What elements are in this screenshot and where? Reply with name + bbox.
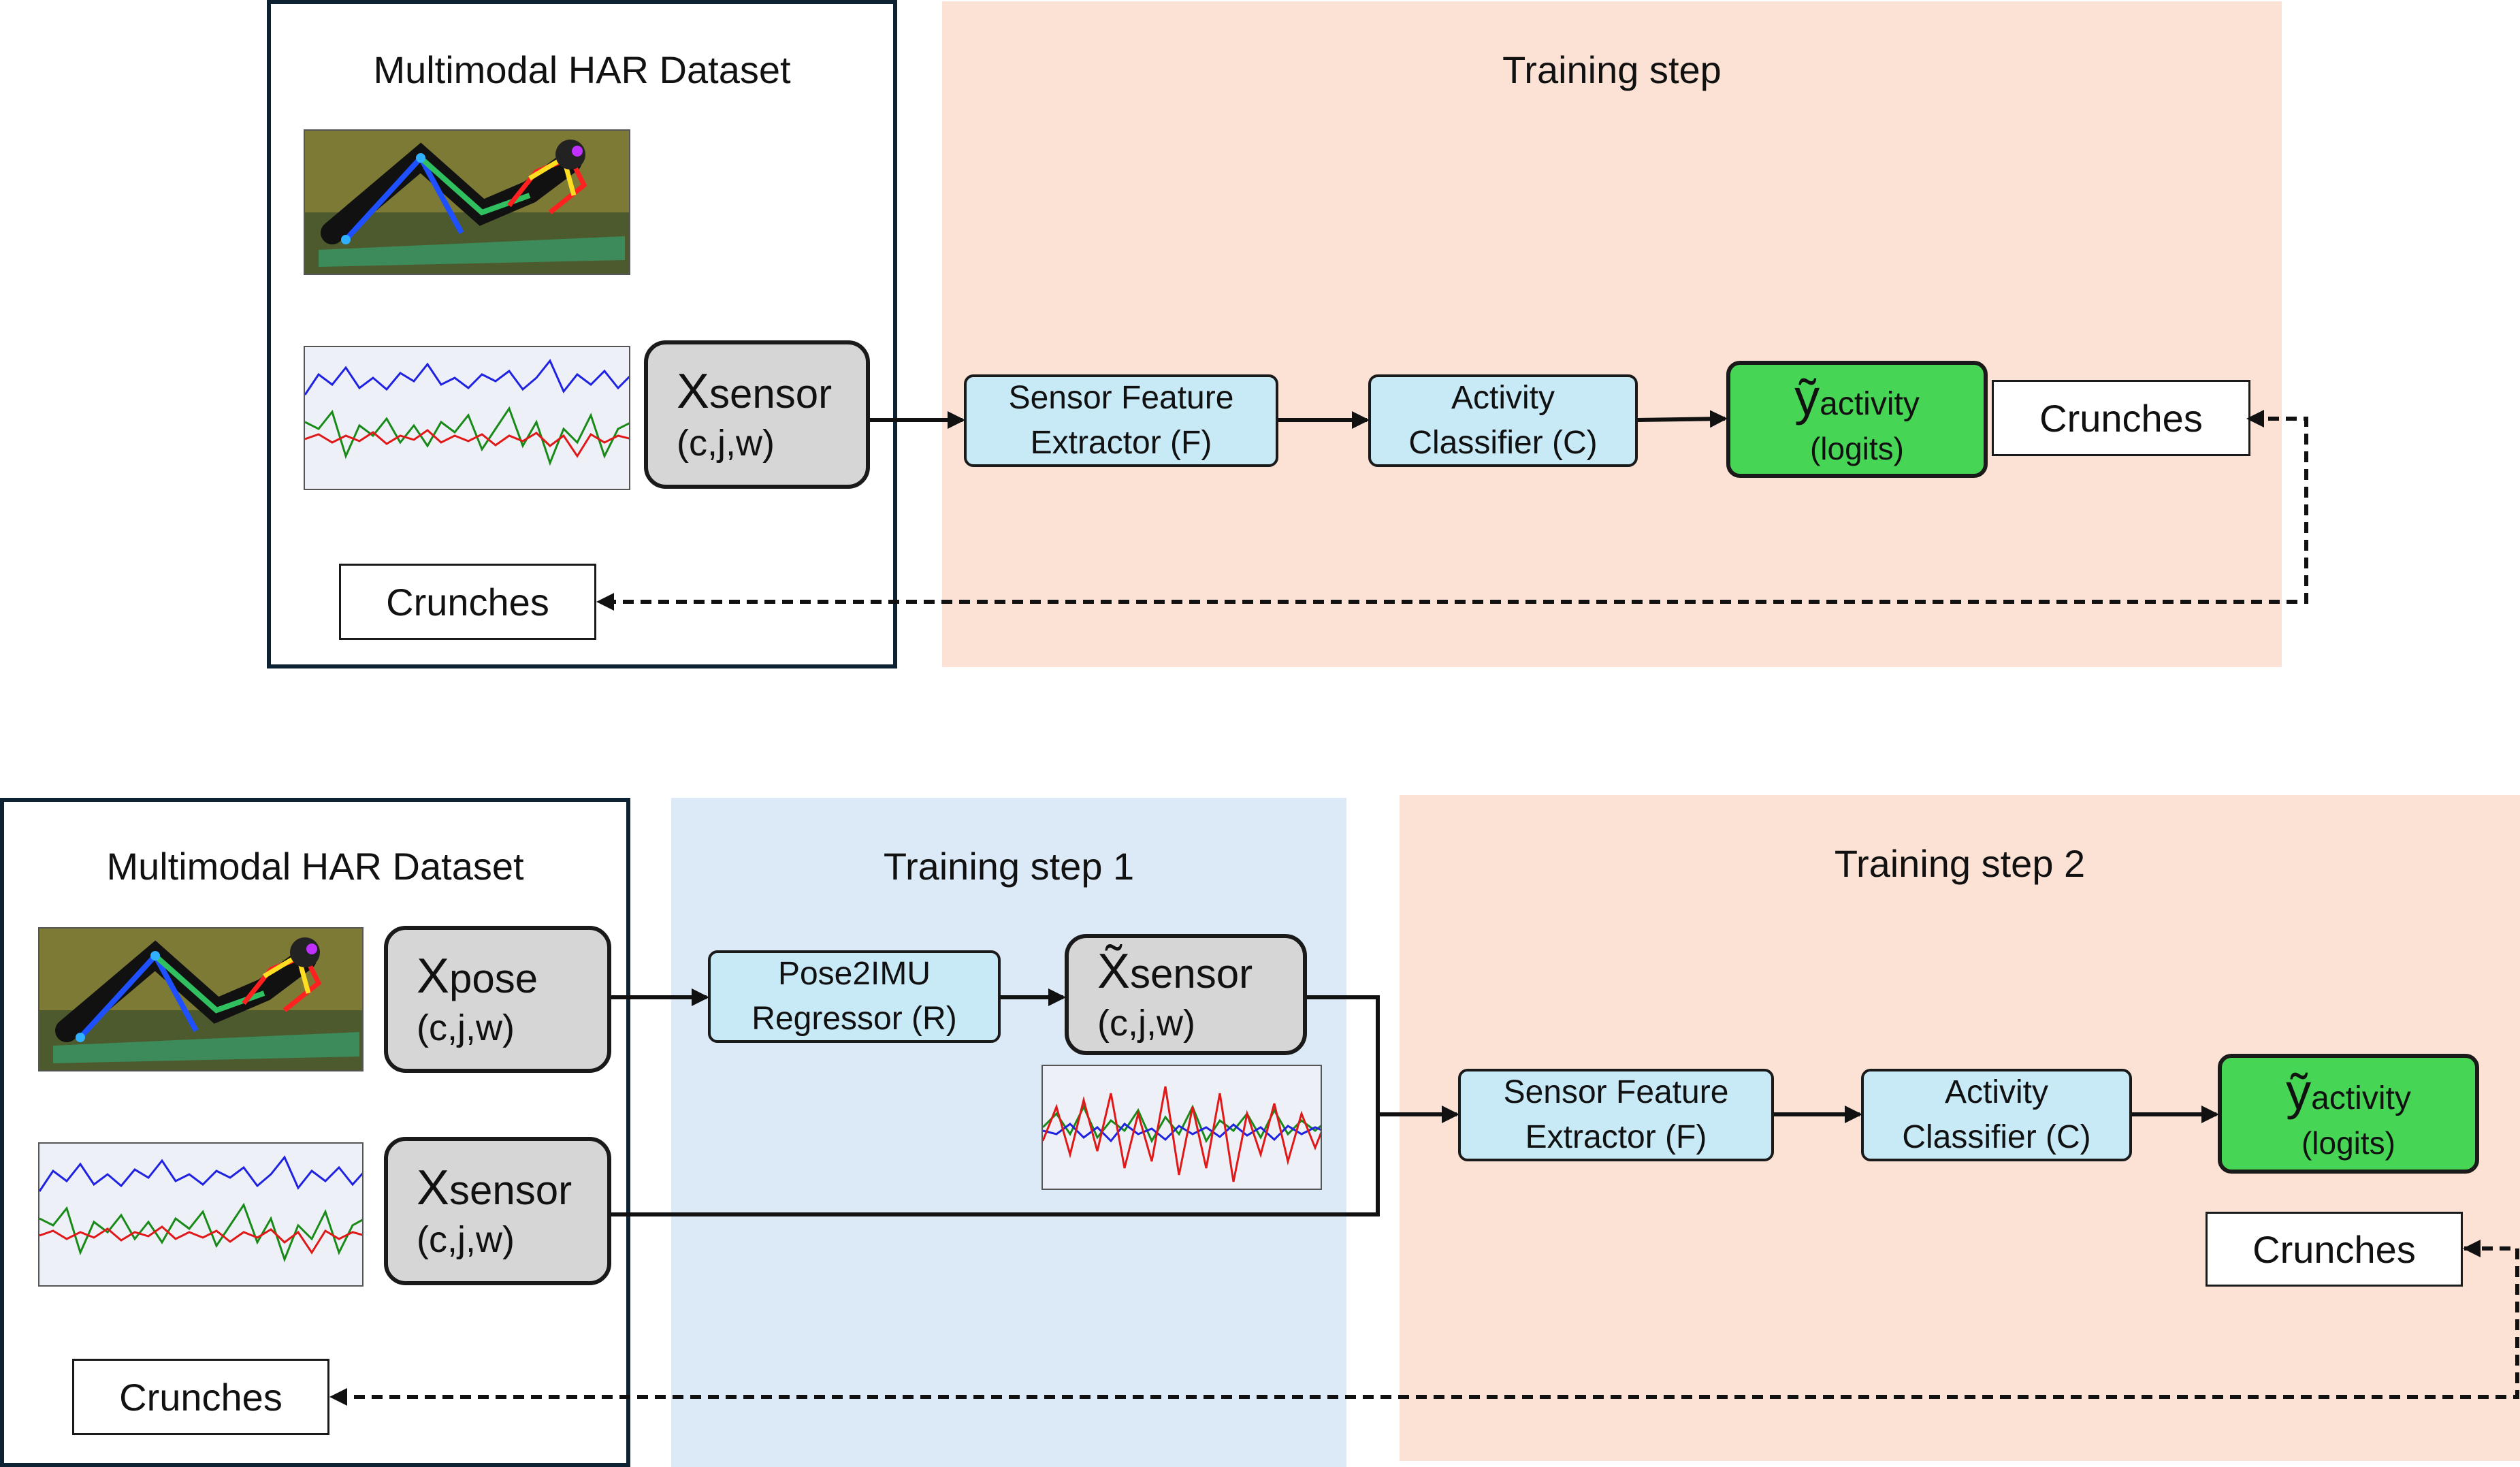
top-training-panel (942, 1, 2282, 667)
bottom-training-step2-title: Training step 2 (1834, 842, 2086, 885)
arrow-classifier-to-output (1637, 410, 1728, 428)
imu-signal-plot-icon (304, 346, 630, 490)
bottom-x-pose-node: Xpose (c,j,w) (384, 926, 611, 1073)
arrow-bottom-label-feedback (329, 1246, 2519, 1406)
top-ground-truth-label: Crunches (339, 564, 596, 640)
arrow-xsensor-to-extractor-bottom (611, 1114, 1380, 1216)
bottom-ground-truth-label: Crunches (72, 1359, 329, 1435)
top-output-logits-node: ỹactivity (logits) (1726, 361, 1988, 478)
top-training-title: Training step (1502, 48, 1722, 91)
bottom-x-sensor-node: Xsensor (c,j,w) (384, 1137, 611, 1285)
bottom-dataset-panel (0, 798, 630, 1467)
bottom-dataset-title: Multimodal HAR Dataset (106, 845, 524, 888)
arrow-synthetic-to-extractor (1307, 995, 1459, 1123)
arrow-top-label-feedback (596, 417, 2308, 611)
imu-signal-plot-icon (1041, 1065, 1322, 1190)
top-dataset-title: Multimodal HAR Dataset (373, 48, 791, 91)
bottom-output-logits-node: ỹactivity (logits) (2218, 1054, 2479, 1174)
top-x-sensor-node: Xsensor (c,j,w) (644, 340, 870, 489)
pose-photo-icon (38, 927, 364, 1071)
bottom-training-step1-title: Training step 1 (883, 845, 1135, 888)
pose-photo-icon (304, 129, 630, 275)
top-dataset-panel (267, 0, 897, 668)
bottom-predicted-label: Crunches (2206, 1212, 2463, 1287)
imu-signal-plot-icon (38, 1142, 364, 1287)
bottom-x-sensor-synthetic-node: X̃sensor (c,j,w) (1065, 934, 1307, 1055)
